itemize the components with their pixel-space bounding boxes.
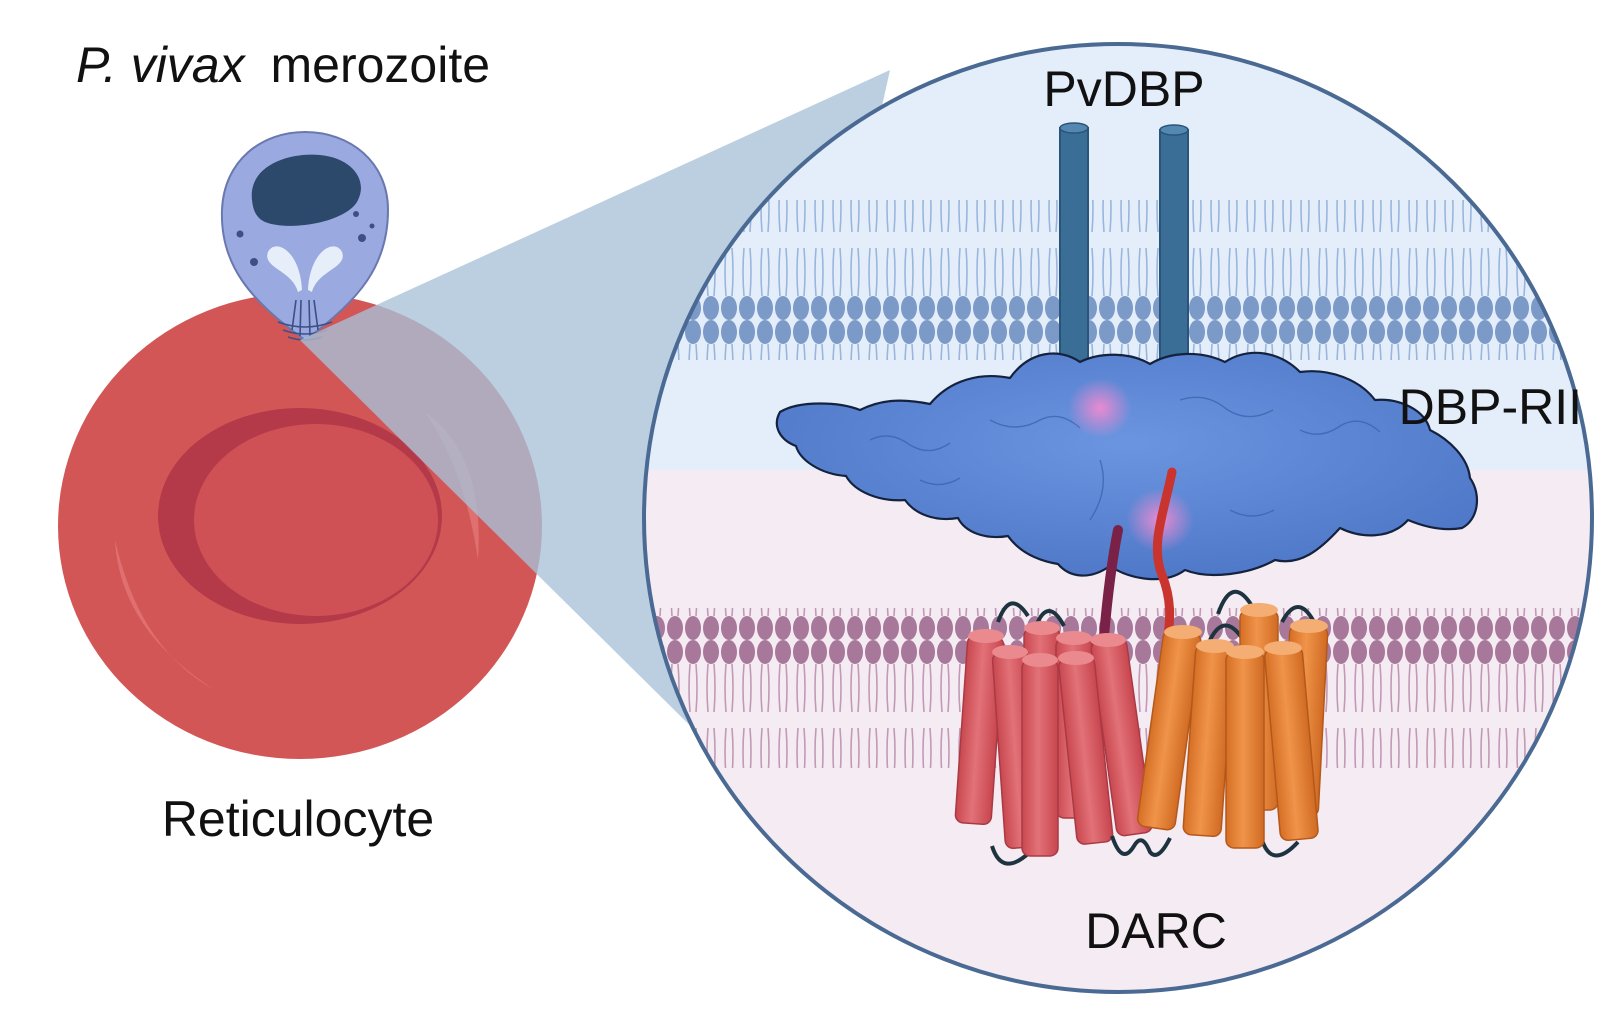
merozoite-suffix-label: merozoite [271,37,491,93]
merozoite-species-label: P. vivax [76,37,247,93]
merozoite-label: P. vivax merozoite [76,37,490,93]
binding-hotspot [1068,378,1132,438]
darc-tail-left [1099,525,1123,641]
pvdbp-label: PvDBP [1043,61,1204,117]
darc-right-helices [1136,589,1329,858]
zoom-circle [642,42,1594,994]
dbp-rii-texture [869,396,1381,521]
dbp-rii-surface [775,351,1478,581]
parasite-membrane [644,200,1592,360]
dbp-rii-label: DBP-RII [1399,379,1582,435]
reticulocyte-label: Reticulocyte [162,791,434,847]
merozoite-cell [220,130,390,342]
darc-tail-right [1152,467,1177,641]
darc-label: DARC [1085,903,1227,959]
darc-linker [1110,835,1172,857]
darc-left-helices [954,601,1153,866]
